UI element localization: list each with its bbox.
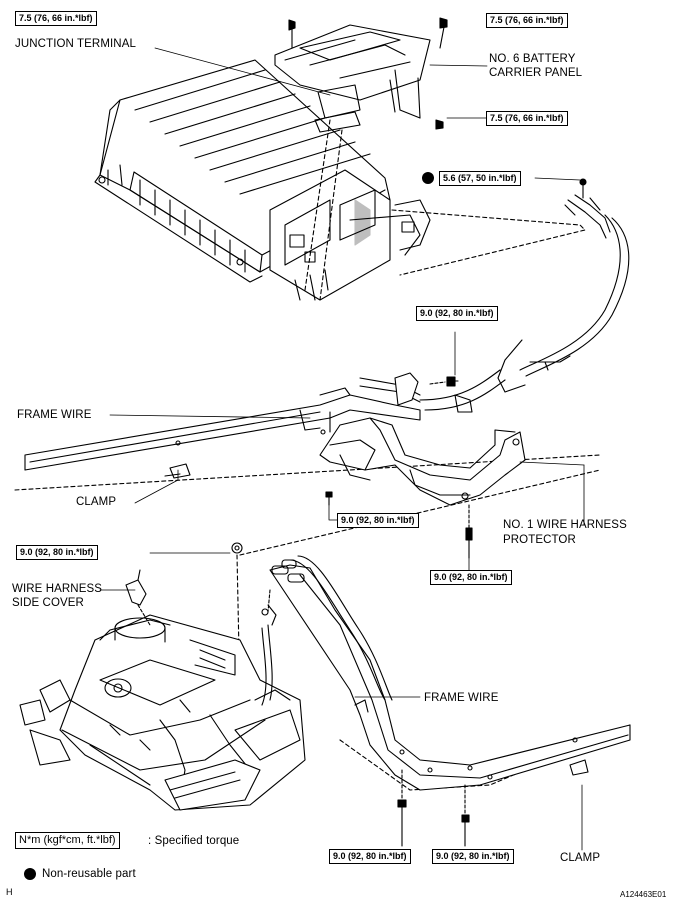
battery-panel-label-1: NO. 6 BATTERY <box>489 53 576 65</box>
leader-lines-middle <box>109 331 585 571</box>
frame-wire-bottom-label: FRAME WIRE <box>424 692 499 704</box>
figure-code: A124463E01 <box>620 890 667 899</box>
torque-label-3: 7.5 (76, 66 in.*lbf) <box>486 111 568 126</box>
torque-label-2: 7.5 (76, 66 in.*lbf) <box>486 13 568 28</box>
legend-non-reusable: Non-reusable part <box>42 868 136 880</box>
clamp-top-label: CLAMP <box>76 496 117 508</box>
protector-label-2: PROTECTOR <box>503 534 576 546</box>
torque-label-8: 9.0 (92, 80 in.*lbf) <box>430 570 512 585</box>
wire-harness-protector <box>319 417 526 559</box>
torque-label-6: 9.0 (92, 80 in.*lbf) <box>337 513 419 528</box>
leader-lines-top <box>154 47 581 181</box>
inverter-assembly <box>19 569 306 811</box>
battery-pack <box>94 59 431 301</box>
legend-non-reusable-dot-icon <box>24 868 36 880</box>
torque-label-7: 9.0 (92, 80 in.*lbf) <box>16 545 98 560</box>
torque-label-5: 9.0 (92, 80 in.*lbf) <box>416 306 498 321</box>
battery-carrier-panel <box>274 17 448 133</box>
assembly-axis-lines <box>14 119 601 491</box>
battery-panel-label-2: CARRIER PANEL <box>489 67 583 79</box>
torque-label-10: 9.0 (92, 80 in.*lbf) <box>432 849 514 864</box>
torque-label-4: 5.6 (57, 50 in.*lbf) <box>439 171 521 186</box>
legend-specified-torque: : Specified torque <box>148 835 240 847</box>
clamp-bottom-label: CLAMP <box>560 852 601 864</box>
side-cover-label-1: WIRE HARNESS <box>12 583 103 595</box>
non-reusable-dot-icon <box>422 172 434 184</box>
hv-cable-battery <box>419 178 630 413</box>
leader-lines-bottom <box>99 552 583 851</box>
frame-wire-lower <box>231 542 631 847</box>
torque-label-9: 9.0 (92, 80 in.*lbf) <box>329 849 411 864</box>
torque-label-1: 7.5 (76, 66 in.*lbf) <box>15 11 97 26</box>
legend-unit-box: N*m (kgf*cm, ft.*lbf) <box>15 832 120 849</box>
junction-terminal-label: JUNCTION TERMINAL <box>15 38 136 50</box>
side-cover-label-2: SIDE COVER <box>12 597 84 609</box>
protector-label-1: NO. 1 WIRE HARNESS <box>503 519 627 531</box>
corner-mark: H <box>6 887 13 897</box>
frame-wire-top-label: FRAME WIRE <box>17 409 92 421</box>
frame-wire-upper <box>24 372 461 479</box>
